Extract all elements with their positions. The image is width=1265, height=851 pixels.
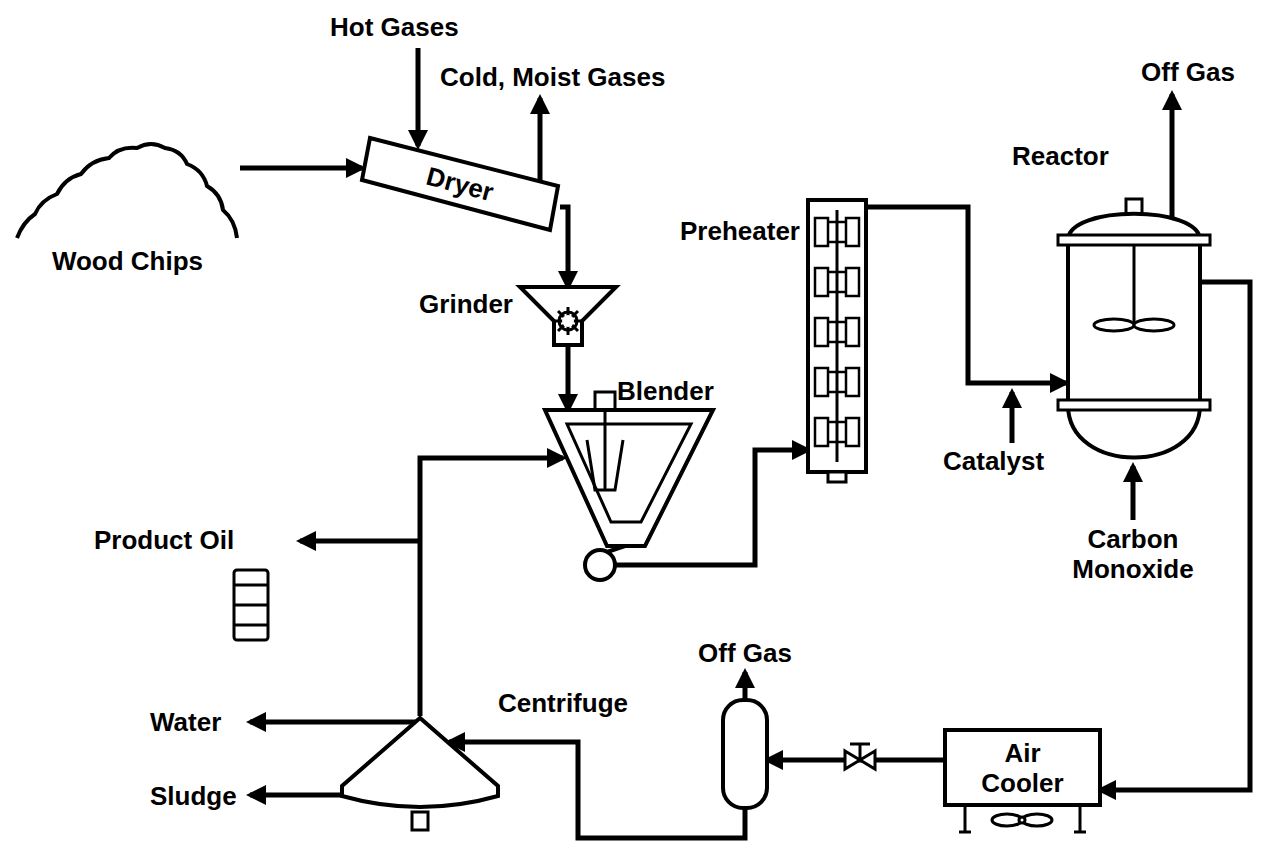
process-line — [566, 345, 571, 410]
equipment-label: Grinder — [408, 289, 513, 319]
reactor-vessel: Reactor — [1058, 185, 1210, 460]
off-gas-arrow — [743, 672, 748, 698]
stream-label: Catalyst — [943, 446, 1083, 476]
process-line — [240, 166, 362, 171]
dryer-box: Dryer — [360, 136, 560, 232]
equipment-shape — [520, 287, 616, 345]
equipment-label: Preheater — [640, 216, 800, 246]
equipment-label: Centrifuge — [498, 688, 648, 718]
equipment-shape — [1058, 185, 1210, 460]
equipment-label: Air Cooler — [968, 738, 1078, 798]
stream-label: Cold, Moist Gases — [440, 62, 700, 92]
equipment-label: Blender — [617, 376, 747, 406]
equipment-shape — [336, 716, 504, 832]
wood-pile: Wood Chips — [15, 140, 240, 240]
process-line — [420, 458, 563, 716]
process-line — [866, 207, 1066, 383]
equipment-shape — [808, 200, 866, 472]
stream-label: Sludge — [150, 781, 250, 811]
moist-gas-arrow — [538, 98, 543, 180]
blender: Blender — [545, 410, 713, 585]
stream-label: Hot Gases — [330, 12, 490, 42]
hot-gas-arrow — [416, 48, 421, 146]
equipment-shape — [723, 700, 767, 808]
off-gas-arrow — [1170, 94, 1175, 222]
co-arrow — [1131, 466, 1136, 520]
sludge-arrow — [250, 793, 344, 798]
equipment-label: Reactor — [1012, 141, 1122, 171]
grinder-hopper: Grinder — [520, 287, 616, 345]
catalyst-arrow — [1010, 392, 1015, 443]
equipment-shape — [545, 410, 713, 585]
process-line — [713, 450, 808, 565]
stream-label: Water — [150, 707, 250, 737]
product-oil-arrow — [300, 539, 420, 544]
stream-label: Product Oil — [94, 525, 274, 555]
stream-label: Carbon Monoxide — [1063, 524, 1203, 584]
oil-barrel — [234, 570, 268, 640]
water-arrow — [250, 720, 420, 725]
centrifuge: Centrifuge — [336, 716, 504, 832]
preheater: Preheater — [808, 200, 866, 472]
flash-drum: Off Gas — [723, 700, 767, 808]
air-cooler-box: Air Cooler — [945, 730, 1100, 805]
equipment-shape — [15, 140, 240, 240]
process-line — [560, 207, 568, 287]
stream-label: Off Gas — [1118, 57, 1258, 87]
equipment-label: Wood Chips — [5, 246, 250, 276]
equipment-label: Off Gas — [673, 638, 817, 668]
